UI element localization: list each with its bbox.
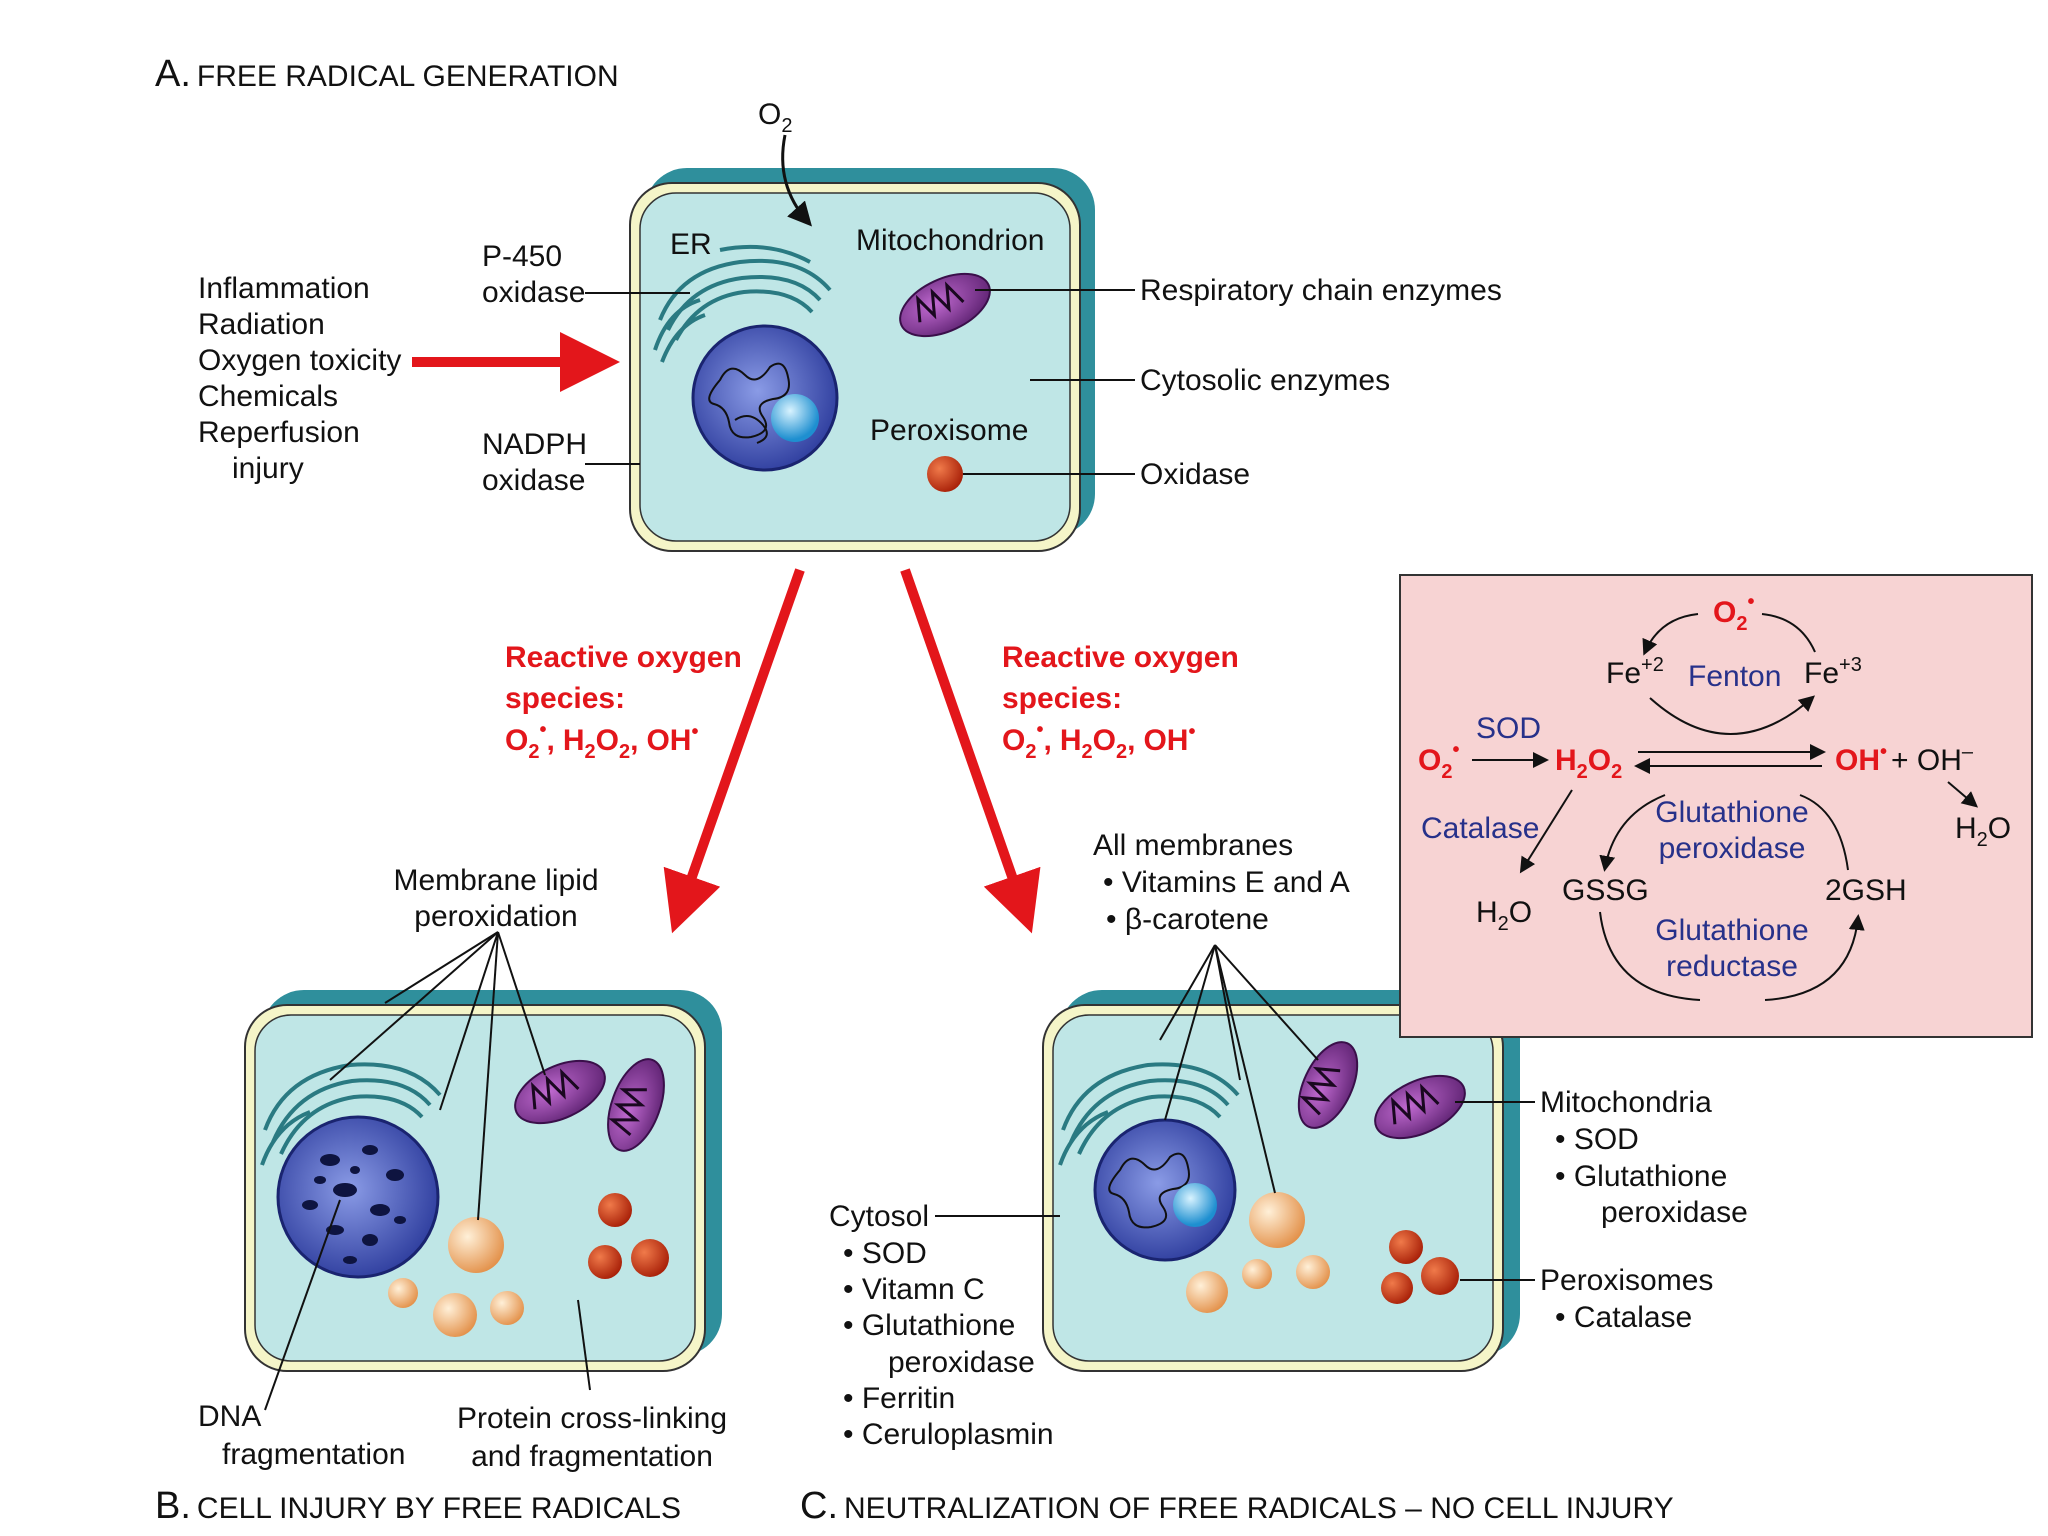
- gssg-label: GSSG: [1562, 874, 1649, 907]
- er-organelle-a: [653, 244, 832, 363]
- cause-item: Reperfusion: [198, 416, 360, 449]
- fenton-arrow-bottom: [1649, 695, 1816, 735]
- mito-item: • Glutathione: [1555, 1160, 1727, 1193]
- o2-left: O2•: [1418, 739, 1459, 783]
- h2o-right: H2O: [1955, 812, 2011, 851]
- o2-top: O2•: [1713, 591, 1754, 635]
- 2gsh-label: 2GSH: [1825, 874, 1907, 907]
- ros-label-right: Reactive oxygen species: O2•,H2O2,OH•: [1002, 641, 1239, 763]
- peroxisome-label: Peroxisome: [870, 414, 1028, 447]
- section-c-title: C.NEUTRALIZATION OF FREE RADICALS – NO C…: [800, 1485, 1674, 1527]
- vitamins-ea-label: • Vitamins E and A: [1103, 866, 1350, 899]
- cause-item: Inflammation: [198, 272, 370, 305]
- svg-text:O2•,H2O2,OH•: O2•,H2O2,OH•: [1002, 719, 1195, 763]
- o2-arrow: [781, 134, 812, 227]
- er-organelle-c: [1058, 1062, 1240, 1166]
- peroxisomes-b: [388, 1193, 669, 1337]
- nucleus-c: [1093, 1118, 1237, 1262]
- cause-item: Radiation: [198, 308, 325, 341]
- peroxisome-a: [927, 456, 963, 492]
- h2o-left: H2O: [1476, 896, 1532, 935]
- cytosol-item: peroxidase: [888, 1346, 1035, 1379]
- cause-item: Oxygen toxicity: [198, 344, 401, 377]
- cytosol-item: • Vitamn C: [843, 1273, 985, 1306]
- cytosol-item: • Glutathione: [843, 1309, 1015, 1342]
- oh-to-h2o-arrow: [1947, 781, 1979, 808]
- mito-item: • SOD: [1555, 1123, 1639, 1156]
- cytosol-item: • Ceruloplasmin: [843, 1418, 1054, 1451]
- svg-text:Reactive oxygen: Reactive oxygen: [1002, 641, 1239, 674]
- gr-arc-right: [1764, 914, 1865, 1001]
- catalase-arrow: [1519, 789, 1573, 874]
- peroxisomes-c: [1186, 1192, 1459, 1313]
- fe3-label: Fe+3: [1804, 654, 1862, 690]
- causes-list: Inflammation Radiation Oxygen toxicity C…: [198, 272, 401, 485]
- section-b-title: B.CELL INJURY BY FREE RADICALS: [155, 1485, 681, 1527]
- ros-label-left: Reactive oxygen species: O2•,H2O2,OH•: [505, 641, 742, 763]
- membrane-leaders-c: [1159, 944, 1319, 1194]
- cytosol-item: • SOD: [843, 1237, 927, 1270]
- mitochondria-list: • SOD • Glutathione peroxidase: [1555, 1123, 1748, 1229]
- fenton-label: Fenton: [1688, 660, 1781, 693]
- reaction-box: [1399, 574, 2033, 1038]
- gp-arc-left: [1599, 794, 1666, 872]
- svg-text:species:: species:: [505, 682, 625, 715]
- cytosol-label: Cytosol: [829, 1200, 929, 1233]
- fe2-label: Fe+2: [1606, 654, 1664, 690]
- er-organelle-b: [260, 1062, 442, 1166]
- mitochondria-label: Mitochondria: [1540, 1086, 1712, 1119]
- catalase-label: Catalase: [1421, 812, 1539, 845]
- ros-arrow-left: [663, 568, 805, 934]
- respiratory-label: Respiratory chain enzymes: [1140, 274, 1502, 307]
- peroxisomes-label: Peroxisomes: [1540, 1264, 1713, 1297]
- mitochondrion-label: Mitochondrion: [856, 224, 1044, 257]
- o2-label: O2: [758, 98, 792, 137]
- gp-arc-right: [1799, 794, 1849, 871]
- beta-carotene-label: • β-carotene: [1106, 903, 1269, 936]
- svg-text:species:: species:: [1002, 682, 1122, 715]
- h2o2-center: H2O2: [1555, 744, 1622, 783]
- nucleus-b-damaged: [276, 1115, 440, 1279]
- fenton-arrow-top-left: [1642, 613, 1699, 656]
- ros-arrow-right: [900, 568, 1041, 934]
- dna-leader: [264, 1199, 341, 1411]
- mitochondria-b: [514, 1058, 665, 1152]
- all-membranes-label: All membranes: [1093, 829, 1293, 862]
- membrane-leaders-b: [329, 931, 546, 1221]
- mito-item: peroxidase: [1601, 1196, 1748, 1229]
- fenton-arrow-top-right: [1761, 613, 1816, 653]
- nucleus-a: [691, 324, 839, 472]
- cause-item: injury: [232, 452, 304, 485]
- oh-products: OH•+ OH–: [1835, 741, 1974, 777]
- section-a-title: A.FREE RADICAL GENERATION: [155, 53, 619, 95]
- cytosol-list: • SOD • Vitamn C • Glutathione peroxidas…: [843, 1237, 1054, 1451]
- cause-item: Chemicals: [198, 380, 338, 413]
- cytosol-item: • Ferritin: [843, 1382, 955, 1415]
- mitochondrion-a: [899, 272, 991, 338]
- sod-label: SOD: [1476, 712, 1541, 745]
- svg-text:O2•,H2O2,OH•: O2•,H2O2,OH•: [505, 719, 698, 763]
- cytosolic-label: Cytosolic enzymes: [1140, 364, 1390, 397]
- oxidase-label: Oxidase: [1140, 458, 1250, 491]
- protein-leader: [577, 1299, 591, 1391]
- er-label: ER: [670, 228, 712, 261]
- gr-arc-left: [1599, 911, 1701, 1001]
- mitochondria-c: [1297, 1041, 1466, 1140]
- peroxisomes-item: • Catalase: [1555, 1301, 1692, 1334]
- svg-text:Reactive oxygen: Reactive oxygen: [505, 641, 742, 674]
